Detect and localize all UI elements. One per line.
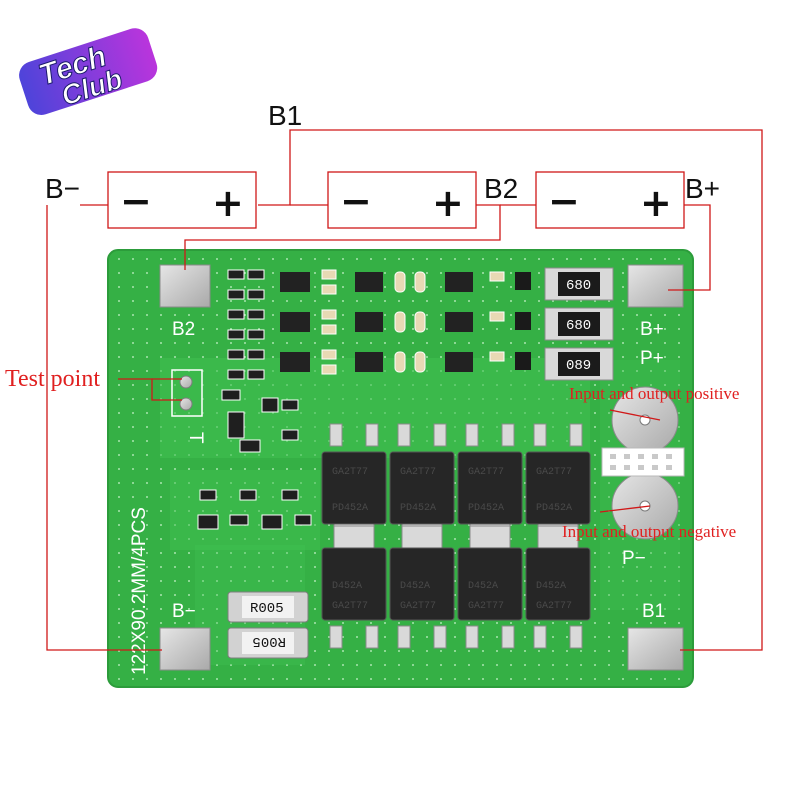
silk-b1: B1 — [642, 601, 665, 622]
mosfet-code: D452A — [536, 581, 566, 592]
mosfet-code: GA2T77 — [332, 467, 368, 478]
mosfet-code: GA2T77 — [536, 467, 572, 478]
resistor-top-1: 680 — [544, 267, 614, 301]
mosfet-row-bottom: D452A GA2T77 D452A GA2T77 D452A GA2T77 D452A GA… — [321, 525, 591, 649]
mosfet-bottom-4: D452A GA2T77 — [525, 525, 591, 649]
resistor-bottom-code: R005 — [250, 601, 284, 617]
silk-b-minus: B− — [172, 601, 196, 622]
pad-b-minus — [159, 627, 211, 671]
mosfet-mark: PD452A — [332, 503, 368, 514]
battery-cell-3: −+ — [535, 171, 685, 229]
annotation-io-positive: Input and output positive — [569, 384, 739, 403]
mosfet-code: D452A — [332, 581, 362, 592]
wiring-lines — [46, 129, 763, 651]
mosfet-code: D452A — [400, 581, 430, 592]
test-pad-2 — [179, 397, 193, 411]
mosfet-bottom-3: D452A GA2T77 — [457, 525, 523, 649]
mosfet-code: GA2T77 — [400, 467, 436, 478]
battery-cells: −+−+−+ — [107, 171, 685, 229]
mosfet-code: D452A — [468, 581, 498, 592]
resistor-bottom-1: R005 — [227, 591, 309, 623]
cell-plus-sign: + — [640, 181, 672, 225]
battery-cell-1: −+ — [107, 171, 257, 229]
resistor-top-code: 680 — [566, 318, 591, 334]
mosfet-mark: PD452A — [536, 503, 572, 514]
resistor-bottom-code: R005 — [252, 633, 286, 649]
label-b1: B1 — [268, 100, 302, 131]
label-b-minus: B− — [45, 173, 80, 204]
mosfet-mark: GA2T77 — [468, 601, 504, 612]
mosfet-code: GA2T77 — [468, 467, 504, 478]
cell-minus-sign: − — [120, 179, 152, 223]
mosfet-mark: GA2T77 — [536, 601, 572, 612]
output-white-strip — [601, 447, 685, 477]
cell-plus-sign: + — [212, 181, 244, 225]
tech-club-logo: Tech Club TECH CLUB — [19, 28, 159, 115]
cell-minus-sign: − — [340, 179, 372, 223]
pad-b-plus — [627, 264, 684, 308]
board-size-text: 122X90.2MM/4PCS — [129, 507, 150, 675]
mosfet-mark: PD452A — [468, 503, 504, 514]
mosfet-bottom-2: D452A GA2T77 — [389, 525, 455, 649]
resistor-top-2: 680 — [544, 307, 614, 341]
annotation-io-negative: Input and output negative — [562, 522, 736, 541]
silk-b-plus: B+ — [640, 319, 664, 340]
resistor-top-3: 089 — [544, 347, 614, 381]
annotation-test-point: Test point — [5, 366, 100, 392]
battery-cell-2: −+ — [327, 171, 477, 229]
pad-b1 — [627, 627, 684, 671]
label-b2: B2 — [484, 173, 518, 204]
resistor-bottom-2: R005 — [227, 627, 309, 659]
label-b-plus: B+ — [685, 173, 720, 204]
mosfet-mark: GA2T77 — [332, 601, 368, 612]
pcb-board: 122X90.2MM/4PCS B2 B+ P+ P− B− B1 T — [107, 249, 694, 688]
silk-p-minus: P− — [622, 548, 646, 569]
test-pad-1 — [179, 375, 193, 389]
silk-p-plus: P+ — [640, 348, 664, 369]
mosfet-mark: GA2T77 — [400, 601, 436, 612]
resistor-top-code: 680 — [566, 278, 591, 294]
cell-minus-sign: − — [548, 179, 580, 223]
resistor-top-code: 089 — [566, 358, 591, 374]
smd-component-array — [197, 269, 531, 530]
cell-plus-sign: + — [432, 181, 464, 225]
silk-test-t: T — [185, 432, 206, 444]
balance-resistors: 680 680 089 — [544, 267, 614, 381]
pad-b2 — [159, 264, 211, 308]
mosfet-bottom-1: D452A GA2T77 — [321, 525, 387, 649]
silk-b2: B2 — [172, 319, 195, 340]
mosfet-mark: PD452A — [400, 503, 436, 514]
